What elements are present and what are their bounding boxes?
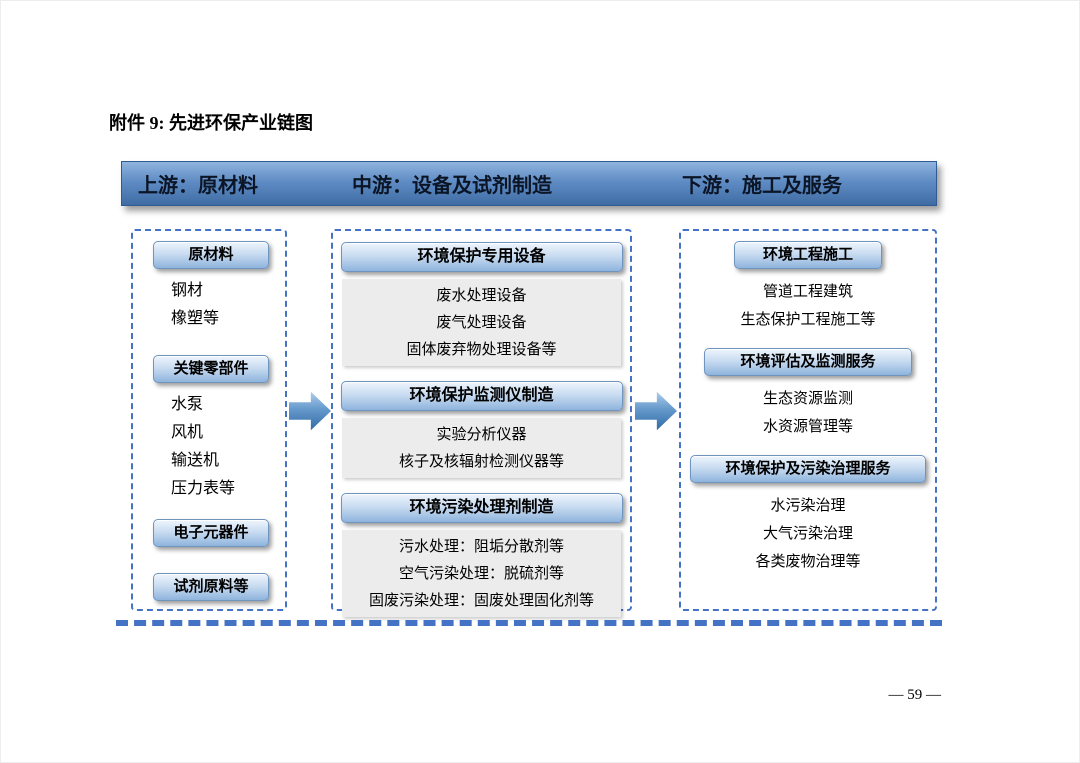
midstream-item: 空气污染处理：脱硫剂等	[398, 565, 564, 582]
midstream-section-header-equipment: 环境保护专用设备	[340, 242, 623, 272]
midstream-item: 污水处理：阻垢分散剂等	[398, 538, 564, 555]
downstream-item: 管道工程建筑	[762, 283, 853, 300]
downstream-assessment-items: 生态资源监测 水资源管理等	[681, 385, 935, 441]
downstream-item: 各类废物治理等	[755, 553, 861, 570]
midstream-treatment-agent-items: 污水处理：阻垢分散剂等 空气污染处理：脱硫剂等 固废污染处理：固废处理固化剂等	[342, 530, 621, 617]
downstream-section-header-construction: 环境工程施工	[734, 241, 882, 269]
downstream-section-header-pollution-control: 环境保护及污染治理服务	[690, 455, 926, 483]
downstream-item: 大气污染治理	[762, 525, 853, 542]
upstream-item: 风机	[171, 424, 204, 441]
downstream-section-header-assessment: 环境评估及监测服务	[704, 348, 912, 376]
upstream-item: 钢材	[171, 282, 204, 299]
midstream-equipment-items: 废水处理设备 废气处理设备 固体废弃物处理设备等	[342, 279, 621, 366]
upstream-item: 输送机	[171, 452, 220, 469]
upstream-item: 橡塑等	[171, 310, 220, 327]
downstream-pollution-control-items: 水污染治理 大气污染治理 各类废物治理等	[681, 492, 935, 576]
chain-stage-bar: 上游：原材料 中游：设备及试剂制造 下游：施工及服务	[121, 161, 937, 206]
stage-label-downstream: 下游：施工及服务	[682, 174, 842, 197]
upstream-key-component-items: 水泵 风机 输送机 压力表等	[171, 391, 285, 503]
page-number: — 59 —	[888, 687, 942, 703]
upstream-column: 原材料 钢材 橡塑等 关键零部件 水泵 风机 输送机 压力表等 电子元器件 试剂…	[131, 229, 287, 611]
stage-label-midstream: 中游：设备及试剂制造	[352, 174, 552, 197]
upstream-item: 水泵	[171, 396, 204, 413]
upstream-category-reagent-materials: 试剂原料等	[153, 573, 269, 601]
midstream-item: 固废污染处理：固废处理固化剂等	[368, 592, 594, 609]
midstream-section-header-treatment-agents: 环境污染处理剂制造	[340, 493, 623, 523]
midstream-monitoring-items: 实验分析仪器 核子及核辐射检测仪器等	[342, 418, 621, 478]
midstream-item: 固体废弃物处理设备等	[406, 341, 557, 358]
stage-label-upstream: 上游：原材料	[138, 174, 258, 197]
bottom-dashed-divider	[116, 620, 942, 626]
midstream-item: 废水处理设备	[436, 287, 527, 304]
upstream-raw-material-items: 钢材 橡塑等	[171, 277, 285, 333]
upstream-category-raw-materials: 原材料	[153, 241, 269, 269]
downstream-item: 水资源管理等	[762, 418, 853, 435]
downstream-item: 生态资源监测	[762, 390, 853, 407]
midstream-column: 环境保护专用设备 废水处理设备 废气处理设备 固体废弃物处理设备等 环境保护监测…	[331, 229, 632, 617]
page-title: 附件 9: 先进环保产业链图	[109, 113, 313, 133]
upstream-item: 压力表等	[171, 480, 236, 497]
midstream-item: 废气处理设备	[436, 314, 527, 331]
upstream-category-electronic-components: 电子元器件	[153, 519, 269, 547]
downstream-column: 环境工程施工 管道工程建筑 生态保护工程施工等 环境评估及监测服务 生态资源监测…	[679, 229, 937, 611]
right-arrow-icon	[635, 391, 677, 431]
right-arrow-icon	[289, 391, 331, 431]
upstream-category-key-components: 关键零部件	[153, 355, 269, 383]
downstream-item: 水污染治理	[770, 497, 846, 514]
midstream-item: 核子及核辐射检测仪器等	[398, 453, 564, 470]
midstream-item: 实验分析仪器	[436, 426, 527, 443]
downstream-item: 生态保护工程施工等	[740, 311, 876, 328]
downstream-construction-items: 管道工程建筑 生态保护工程施工等	[681, 278, 935, 334]
midstream-section-header-monitoring: 环境保护监测仪制造	[340, 381, 623, 411]
